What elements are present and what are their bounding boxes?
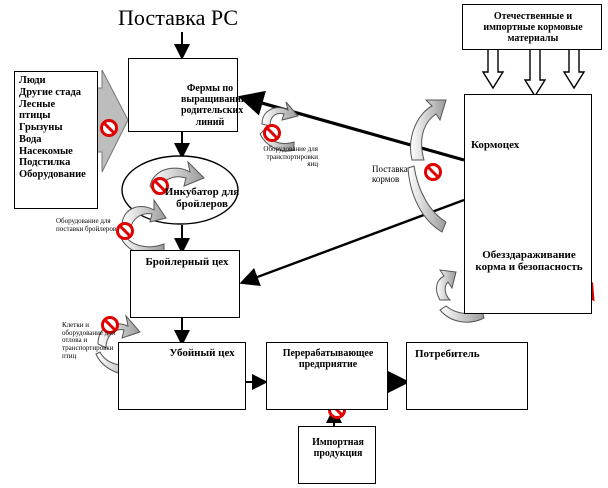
incubator-label: Инкубатор для бройлеров <box>164 186 240 211</box>
consumer-label: Потребитель <box>415 348 480 360</box>
source-item: Грызуны <box>19 122 63 133</box>
page-title: Поставка РС <box>118 5 239 30</box>
source-item: Подстилка <box>19 157 71 169</box>
source-item: птицы <box>19 110 51 122</box>
curl-feed-supply <box>410 99 447 161</box>
curl-eggs <box>261 101 299 127</box>
source-item: Оборудование <box>19 169 86 180</box>
processing-box: Перерабатывающее предприятие <box>266 342 388 410</box>
equipment-broiler-label: Оборудование для поставки бройлеров <box>56 217 117 233</box>
feed-materials-box: Отечественные и импортные кормовые матер… <box>462 4 602 50</box>
disinfection-label: Обезздараживание корма и безопасность <box>475 249 583 274</box>
feed-supply-label: Поставка кормов <box>372 164 408 185</box>
arrow-down-2 <box>523 47 547 98</box>
curl-disinfection-tail <box>439 305 485 323</box>
sources-box: Люди Другие стада Лесные птицы Грызуны В… <box>14 71 98 209</box>
arrow-down-1 <box>481 47 505 90</box>
curl-disinfection <box>436 269 457 301</box>
source-item: Вода <box>19 133 42 145</box>
source-item: Люди <box>19 75 46 86</box>
cages-label: Клетки и оборудование для отлова и транс… <box>62 321 116 360</box>
consumer-box: Потребитель <box>406 342 528 410</box>
incubator-ellipse <box>121 155 239 225</box>
import-label: Импортная продукция <box>312 437 364 460</box>
import-box: Импортная продукция <box>298 426 376 484</box>
hazard-icon-eggs <box>263 124 281 142</box>
arrow-down-3 <box>562 47 586 90</box>
curl-broiler-supply <box>121 198 167 231</box>
breeder-farm-label: Фермы по выращиванию родительских линий <box>181 83 249 128</box>
hazard-icon-feed-supply <box>424 163 442 181</box>
equipment-eggs-label: Оборудование для транспортировки яиц <box>263 145 318 169</box>
breeder-farm-box: Фермы по выращиванию родительских линий <box>128 58 249 132</box>
hazard-icon-sources <box>100 119 118 137</box>
source-item: Лесные <box>19 98 56 110</box>
feed-materials-label: Отечественные и импортные кормовые матер… <box>483 11 583 45</box>
curl-feed-supply-tail <box>407 165 447 233</box>
feedmill-label: Кормоцех <box>471 139 520 151</box>
slaughter-box: Убойный цех <box>118 342 246 410</box>
feedmill-box: Кормоцех Обезздараживание корма и безопа… <box>464 94 592 314</box>
source-item: Насекомые <box>19 145 73 157</box>
source-item: Другие стада <box>19 86 82 98</box>
broiler-house-box: Бройлерный цех <box>130 250 240 318</box>
broiler-house-label: Бройлерный цех <box>145 256 229 268</box>
processing-label: Перерабатывающее предприятие <box>282 348 374 371</box>
slaughter-label: Убойный цех <box>169 347 235 359</box>
